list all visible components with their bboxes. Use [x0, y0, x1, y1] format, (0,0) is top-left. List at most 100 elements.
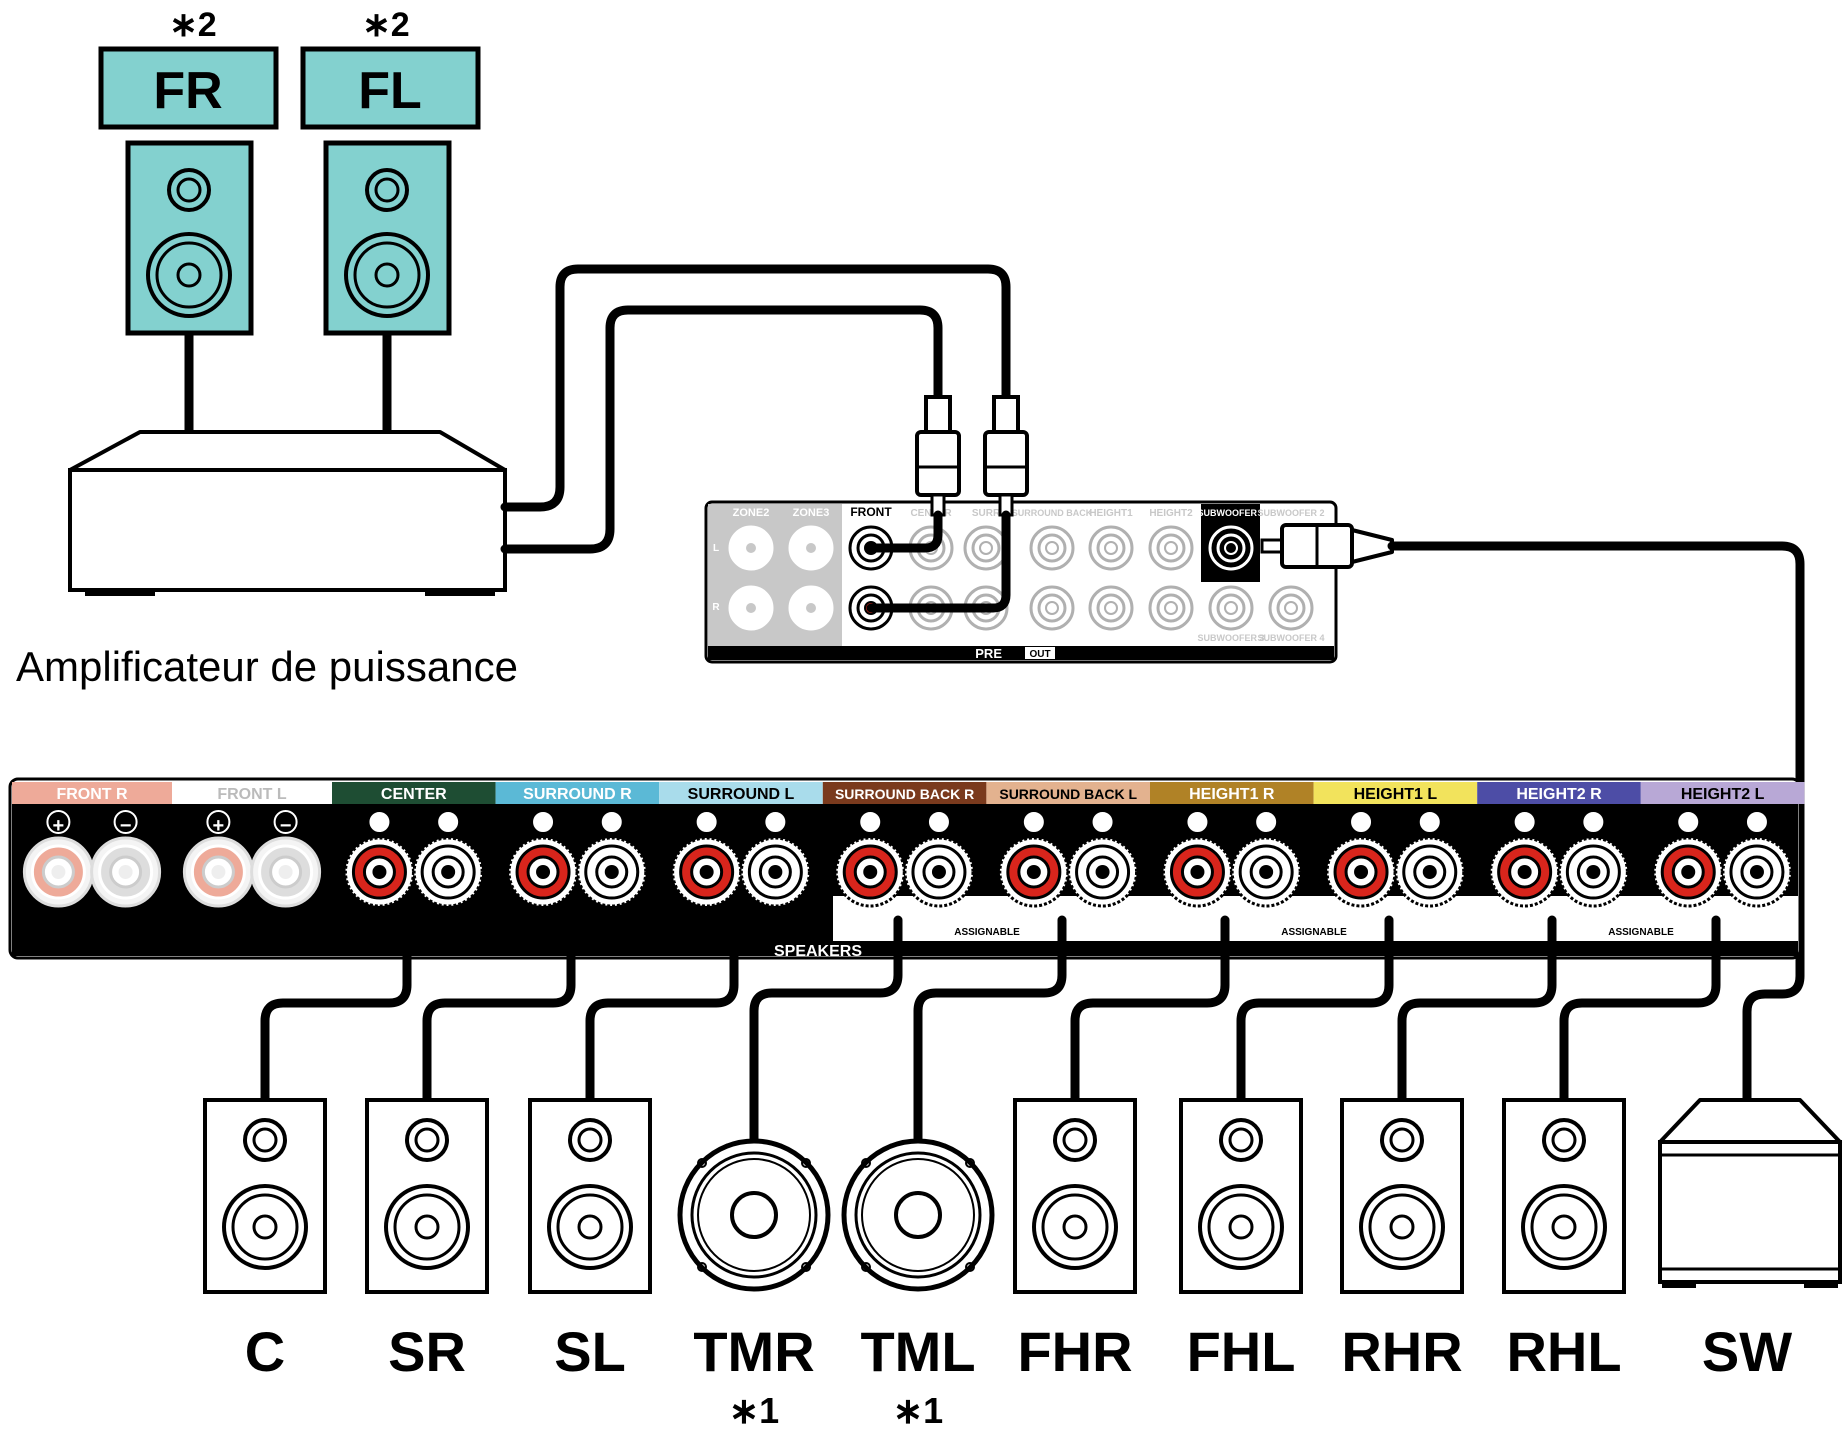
channel-header-label: CENTER	[381, 786, 447, 803]
channel-header: FRONT R	[12, 782, 172, 804]
preout-zone2-label: ZONE2	[733, 507, 770, 519]
plus-sign: +	[53, 815, 65, 837]
preout-panel: PRE OUT ZONE2 ZONE3 L R FRONT CENTER SUR…	[704, 500, 1338, 664]
speaker-c-icon	[203, 1098, 327, 1294]
preout-bottom-bar	[708, 646, 1334, 660]
preout-subwoofer4-label: SUBWOOFER 4	[1257, 633, 1324, 643]
preout-subwoofer2-label: SUBWOOFER 2	[1257, 508, 1324, 518]
assignable-label-2: ASSIGNABLE	[1281, 927, 1347, 938]
channel-header: FRONT L	[172, 782, 332, 804]
speaker-fhr-icon	[1013, 1098, 1137, 1294]
channel-header-label: HEIGHT2 L	[1681, 786, 1765, 803]
preout-height1-label: HEIGHT1	[1089, 508, 1133, 519]
preout-jack	[1088, 585, 1134, 631]
channel-header: SURROUND BACK L	[986, 782, 1150, 804]
terminal-pairs: +−+−+−+−+−+−+−+−+−+−+−	[22, 810, 1798, 941]
assignable-label-3: ASSIGNABLE	[1608, 927, 1674, 938]
speaker-sr-icon	[365, 1098, 489, 1294]
preout-jack	[1029, 525, 1075, 571]
speaker-label-sw: SW	[1702, 1320, 1792, 1383]
channel-header-label: SURROUND L	[688, 786, 795, 803]
front-speaker-fl-icon	[323, 140, 452, 336]
speaker-fhl-icon	[1179, 1098, 1303, 1294]
amplifier-caption: Amplificateur de puissance	[16, 643, 518, 690]
speaker-label-tml: TML	[860, 1320, 975, 1383]
preout-height2-label: HEIGHT2	[1149, 508, 1193, 519]
preout-jack	[788, 525, 834, 571]
preout-jack	[788, 585, 834, 631]
preout-surround-back-label: SURROUND BACK	[1012, 508, 1093, 518]
preout-jack	[963, 525, 1009, 571]
terminal-pair: +−	[834, 810, 987, 936]
front-speaker-fl-label: FL	[358, 62, 422, 120]
front-speaker-fr-label-box	[98, 46, 279, 130]
speaker-label-sr: SR	[388, 1320, 466, 1383]
front-speaker-fl-note: ∗2	[362, 6, 409, 44]
channel-header-label: HEIGHT1 L	[1354, 786, 1438, 803]
preout-channel-r: R	[712, 602, 720, 613]
preout-zone3-label: ZONE3	[793, 507, 830, 519]
preout-jack	[1268, 585, 1314, 631]
preout-subwoofer3-label: SUBWOOFER 3	[1197, 633, 1264, 643]
speaker-label-rhl: RHL	[1506, 1320, 1621, 1383]
preout-jack	[728, 525, 774, 571]
front-speaker-fr-note: ∗2	[169, 6, 216, 44]
front-speaker-fl: ∗2 FL	[300, 6, 481, 336]
terminal-pair: +−	[343, 810, 484, 908]
speaker-note-tml: ∗1	[893, 1390, 943, 1431]
terminal-pair: +−	[1161, 810, 1314, 936]
preout-jack	[1148, 525, 1194, 571]
plus-sign: +	[213, 815, 225, 837]
front-speaker-fl-label-box	[300, 46, 481, 130]
preout-front-label: FRONT	[850, 505, 892, 519]
preout-jack	[1088, 525, 1134, 571]
subwoofer-icon	[1658, 1098, 1842, 1288]
terminal-pair: +−	[986, 810, 1139, 936]
speaker-tmr-icon	[677, 1138, 831, 1292]
terminal-pair: +−	[1489, 810, 1641, 936]
rca-plug-front-l	[983, 395, 1029, 517]
speaker-note-tmr: ∗1	[729, 1390, 779, 1431]
preout-jack	[1208, 585, 1254, 631]
terminal-pair: +−	[671, 810, 811, 908]
channel-header: CENTER	[332, 782, 496, 804]
preout-jacks	[728, 525, 1314, 631]
preout-jack	[728, 585, 774, 631]
preout-jack	[1208, 525, 1254, 571]
minus-sign: −	[120, 815, 132, 837]
speaker-label-rhr: RHR	[1341, 1320, 1462, 1383]
speaker-label-sl: SL	[554, 1320, 626, 1383]
speakers-label: SPEAKERS	[774, 943, 862, 960]
channel-header-label: HEIGHT1 R	[1189, 786, 1275, 803]
channel-header-label: HEIGHT2 R	[1516, 786, 1602, 803]
assignable-label-1: ASSIGNABLE	[954, 927, 1020, 938]
preout-subwoofer1-label: SUBWOOFER 1	[1197, 508, 1264, 518]
preout-jack	[1148, 585, 1194, 631]
preout-pre-label: PRE	[975, 646, 1002, 661]
front-speaker-fr: ∗2 FR	[98, 6, 279, 336]
power-amplifier	[68, 430, 507, 596]
channel-header: HEIGHT1 L	[1313, 782, 1478, 804]
channel-header-label: SURROUND R	[523, 786, 632, 803]
speaker-rhr-icon	[1340, 1098, 1464, 1294]
front-speaker-fr-label: FR	[153, 62, 222, 120]
channel-header: SURROUND BACK R	[822, 782, 987, 804]
terminal-pair: +−	[507, 810, 648, 908]
speaker-label-tmr: TMR	[693, 1320, 814, 1383]
terminal-pair: +−	[182, 810, 322, 908]
speaker-label-fhr: FHR	[1017, 1320, 1132, 1383]
channel-header-label: SURROUND BACK L	[999, 786, 1137, 802]
preout-surround-label: SURR	[972, 508, 1001, 519]
speaker-label-c: C	[245, 1320, 285, 1383]
front-speaker-fr-icon	[125, 140, 254, 336]
bottom-speakers	[203, 1098, 1842, 1294]
terminal-pair: +−	[22, 810, 162, 908]
rca-plug-front-r	[915, 395, 961, 517]
rca-plug-subwoofer	[1260, 523, 1394, 569]
preout-jack	[1029, 585, 1075, 631]
terminal-pair: +−	[1313, 810, 1466, 936]
speaker-tml-icon	[841, 1138, 995, 1292]
preout-channel-l: L	[713, 543, 719, 554]
